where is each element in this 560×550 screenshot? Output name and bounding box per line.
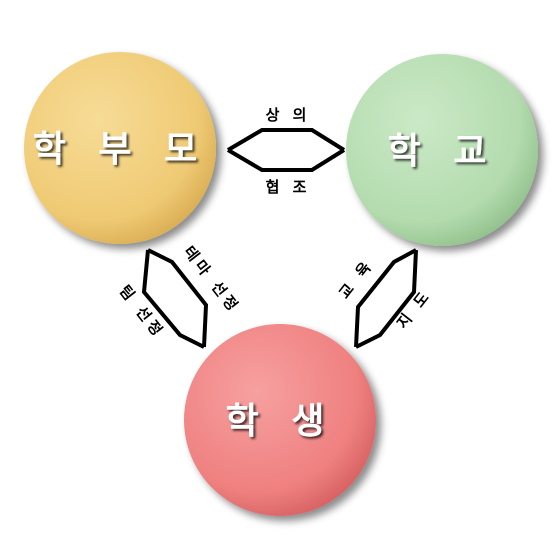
arrow-to-school [226, 128, 346, 152]
node-school: 학 교 [346, 54, 538, 246]
arrow-parents-student-inner [147, 248, 209, 348]
edge-parents-school-bottom-label: 협 조 [266, 178, 311, 196]
node-school-label: 학 교 [388, 131, 497, 172]
node-student-label: 학 생 [226, 401, 335, 442]
node-parents-circle [24, 52, 216, 244]
arrow-school-student-outer [355, 249, 418, 349]
node-parents-label: 학 부 모 [33, 129, 207, 170]
edge-parents-school-top-label: 상 의 [266, 106, 311, 124]
node-student: 학 생 [184, 324, 376, 516]
arrow-parents-student-outer [141, 249, 205, 349]
node-parents: 학 부 모 [24, 52, 216, 244]
edge-parents-student: 팀 선정 테마 선정 [116, 243, 244, 349]
arrow-to-parents [226, 148, 346, 172]
arrow-school-student-inner [354, 248, 417, 348]
node-school-circle [346, 54, 538, 246]
edge-school-student: 교 육 지 도 [335, 248, 435, 349]
node-student-circle [184, 324, 376, 516]
edge-parents-student-inner-label: 테마 선정 [180, 243, 244, 317]
edge-parents-school: 상 의 협 조 [226, 106, 346, 196]
edge-school-student-inner-label: 교 육 [335, 256, 377, 302]
